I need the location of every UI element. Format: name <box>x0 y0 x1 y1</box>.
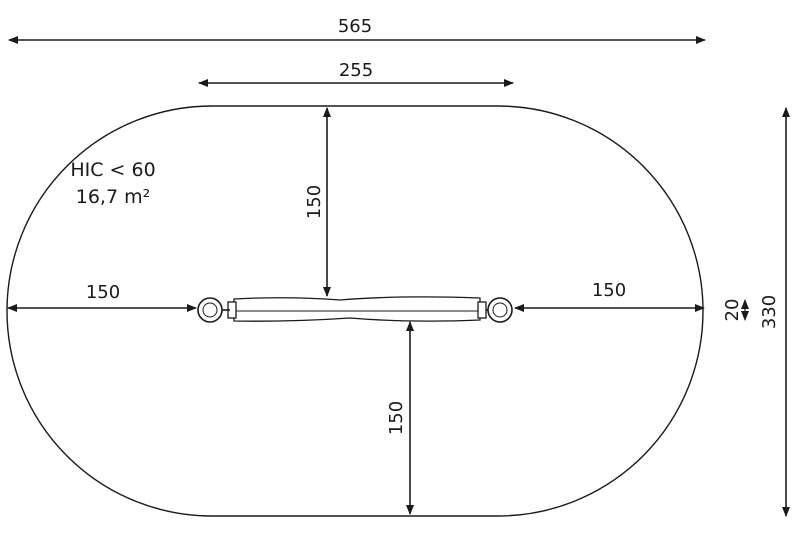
overall-width-label: 565 <box>338 16 372 37</box>
left-ring-inner <box>202 302 218 318</box>
left-ring-fixture <box>197 297 230 323</box>
beam-body <box>233 296 481 322</box>
beam-height-label: 20 <box>722 299 743 322</box>
hic-note: HIC < 60 <box>70 159 155 181</box>
right-clearance-label: 150 <box>592 280 626 301</box>
bottom-clearance-label: 150 <box>386 401 407 435</box>
safety-zone-outline <box>6 105 704 517</box>
overall-height-label: 330 <box>759 295 780 329</box>
inner-width-label: 255 <box>339 60 373 81</box>
balance-beam <box>227 296 487 322</box>
right-ring-inner <box>492 302 508 318</box>
left-clearance-label: 150 <box>86 282 120 303</box>
area-note: 16,7 m² <box>76 186 150 208</box>
top-clearance-label: 150 <box>304 185 325 219</box>
right-ring-fixture <box>486 297 513 323</box>
beam-end-cap-right <box>477 301 487 319</box>
